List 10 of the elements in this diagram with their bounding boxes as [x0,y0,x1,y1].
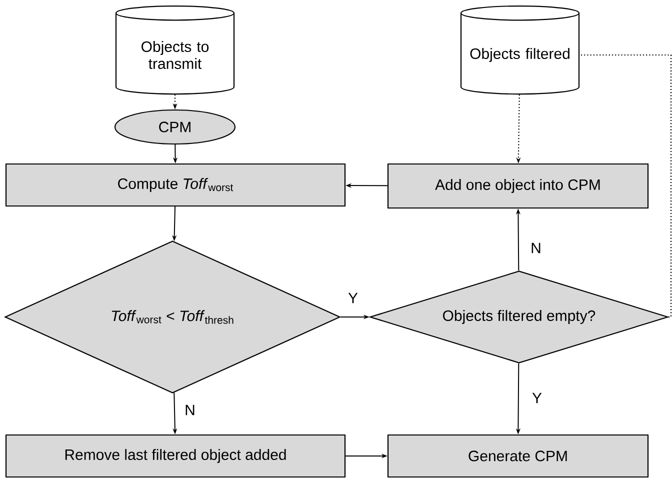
process-box: Add one object into CPM [387,163,649,209]
edge-label: Y [531,392,543,404]
edge-label: Y [347,292,359,304]
process-box: Compute Toff$_{worst}$ [5,163,346,207]
edge-label: N [530,242,542,254]
database-cylinder: Objects filtered [460,5,580,95]
edge-label: N [184,404,196,416]
process-box: Generate CPM [387,434,649,478]
database-cylinder: Objects to transmit [115,5,235,95]
process-box: Remove last filtered object added [5,434,346,478]
